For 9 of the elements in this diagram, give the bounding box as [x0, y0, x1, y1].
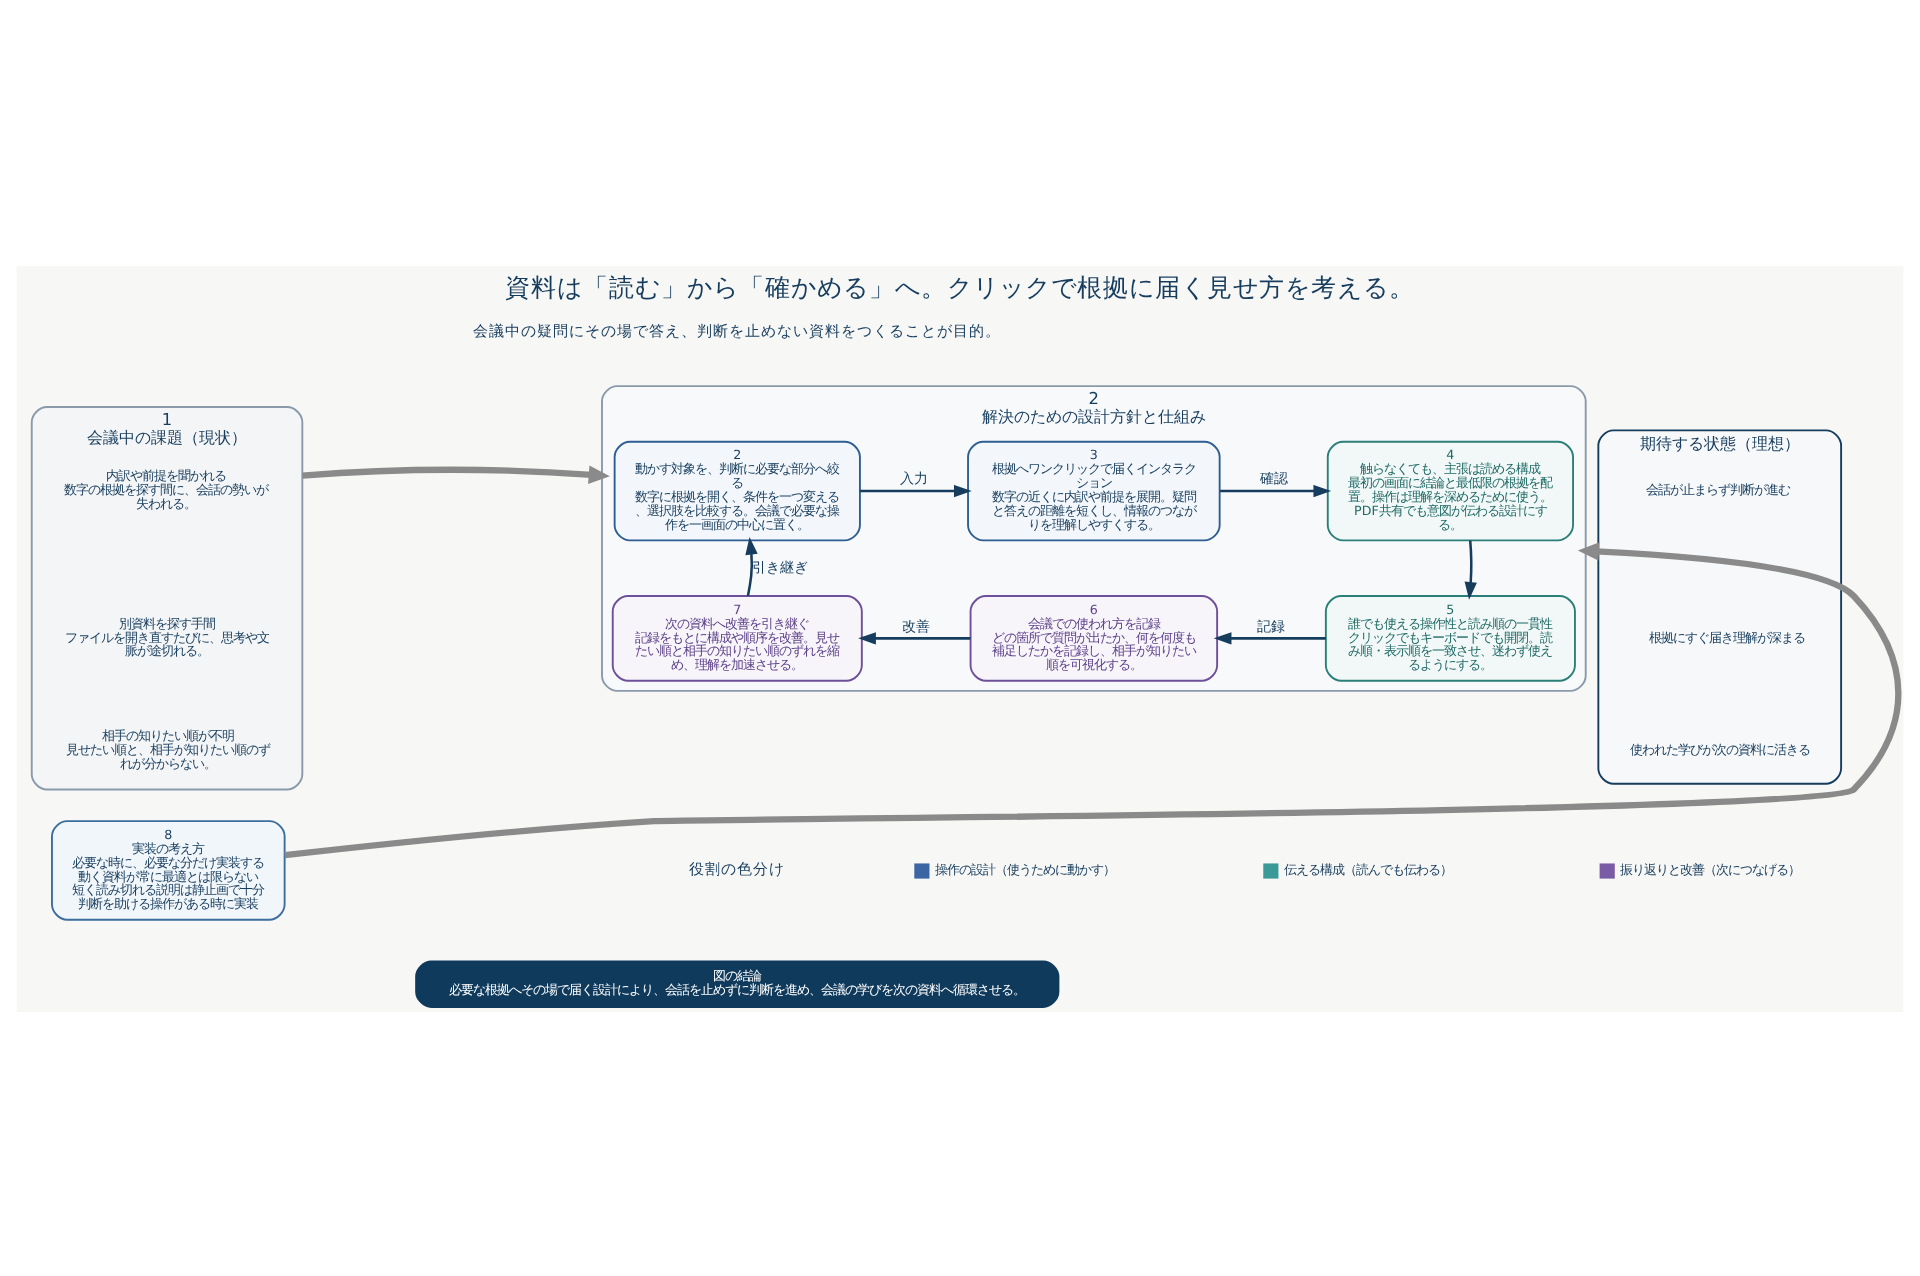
arrow — [745, 535, 758, 595]
diagram-title: 資料は「読む」から「確かめる」へ。クリックで根拠に届く見せ方を考える。 — [505, 271, 1416, 302]
arrow — [302, 464, 610, 483]
arrow — [1213, 631, 1326, 644]
arrow — [1220, 483, 1332, 497]
arrow — [284, 541, 1901, 858]
arrow — [860, 483, 972, 497]
arrow — [1464, 539, 1477, 599]
arrow — [858, 631, 971, 644]
